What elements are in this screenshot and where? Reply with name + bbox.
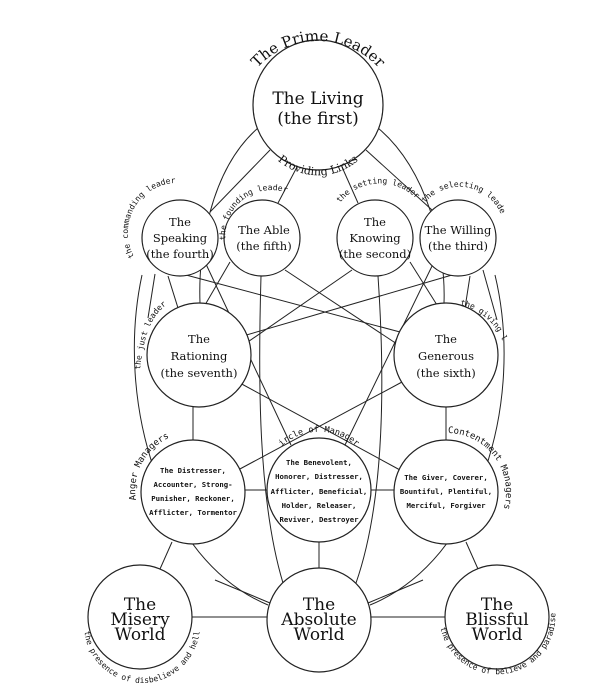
node-text: (the seventh) [161, 366, 238, 380]
node-text: (the fifth) [236, 239, 291, 253]
node-text: The [188, 332, 210, 346]
node-text: Speaking [153, 231, 208, 245]
node-text: The [481, 595, 513, 615]
node-text: The [364, 215, 386, 229]
node-text: (the third) [428, 239, 488, 253]
node-willing: The Willing (the third) [419, 199, 497, 277]
node-text: Blissful [465, 610, 529, 630]
node-text: (the fourth) [146, 247, 214, 261]
node-absolute-world: The Absolute World [266, 567, 372, 673]
node-text: (the sixth) [416, 366, 476, 380]
node-text: The [124, 595, 156, 615]
node-text: The Able [238, 223, 290, 237]
node-text: Knowing [349, 231, 401, 245]
node-text: Holder, Releaser, [282, 501, 357, 510]
node-able: The Able (the fifth) [223, 199, 301, 277]
node-text: The Willing [425, 223, 492, 237]
node-text: Punisher, Reckoner, [151, 494, 234, 503]
node-anger-managers: The Distresser, Accounter, Strong- Punis… [140, 439, 246, 545]
node-text: The Giver, Coverer, [404, 473, 487, 482]
node-text: Bountiful, Plentiful, [400, 487, 492, 496]
node-text: The [435, 332, 457, 346]
node-text: The Distresser, [160, 466, 226, 475]
node-blissful-world: The Blissful World [444, 564, 550, 670]
node-text: Afflicter, Beneficial, [271, 487, 368, 496]
node-circle-managers: The Benevolent, Honorer, Distresser, Aff… [266, 437, 372, 543]
node-generous: The Generous (the sixth) [393, 302, 499, 408]
node-text: Afflicter, Tormentor [149, 508, 237, 517]
node-text: Reviver, Destroyer [279, 515, 359, 524]
node-text: The [303, 595, 335, 615]
node-living-line1: The Living [272, 89, 363, 109]
node-text: The Benevolent, [286, 458, 352, 467]
node-misery-world: The Misery World [87, 564, 193, 670]
node-text: Absolute [280, 610, 356, 630]
node-living-line2: (the first) [277, 109, 359, 129]
connections [133, 127, 505, 618]
node-text: Accounter, Strong- [153, 480, 232, 489]
node-speaking: The Speaking (the fourth) [141, 199, 219, 277]
node-text: The [169, 215, 191, 229]
node-text: Merciful, Forgiver [406, 501, 486, 510]
node-rationing: The Rationing (the seventh) [146, 302, 252, 408]
node-text: World [472, 625, 523, 645]
node-text: Rationing [171, 349, 228, 363]
node-text: (the second) [339, 247, 411, 261]
node-text: Misery [110, 610, 170, 630]
node-knowing: The Knowing (the second) [336, 199, 414, 277]
node-living: The Living (the first) [252, 39, 384, 171]
node-text: Honorer, Distresser, [275, 472, 363, 481]
node-contentment-managers: The Giver, Coverer, Bountiful, Plentiful… [393, 439, 499, 545]
node-text: Generous [418, 349, 474, 363]
node-text: World [115, 625, 166, 645]
node-text: World [294, 625, 345, 645]
